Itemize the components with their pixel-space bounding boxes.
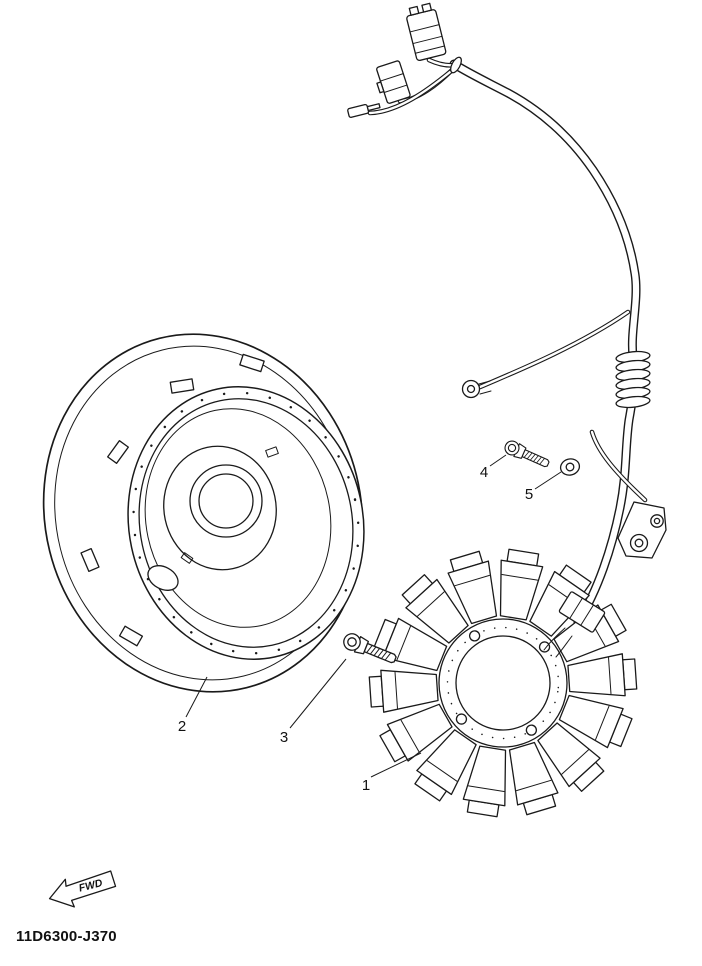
fwd-label: FWD (78, 877, 105, 895)
rotor-face-mark (265, 446, 279, 458)
part-code-label: 11D6300-J370 (16, 928, 117, 945)
wiring-harness (449, 59, 648, 627)
rotor-shell-tab (169, 378, 195, 394)
callout-3: 3 (280, 729, 288, 746)
socket-bolt-4 (502, 438, 552, 471)
stator-ring-rivets (446, 626, 560, 740)
rotor-shell-tab (107, 440, 129, 464)
harness-connector-wires (367, 56, 462, 116)
rotor-shell-tab (239, 353, 265, 373)
bullet-terminal (347, 103, 381, 118)
stator-wire-entry (543, 591, 606, 658)
cable-coil (615, 350, 651, 409)
callout-2: 2 (178, 718, 186, 735)
callout-4: 4 (480, 464, 488, 481)
ring-terminal (461, 379, 492, 399)
cable-bracket (617, 501, 667, 559)
rotor-face-mark (180, 552, 194, 564)
fwd-arrow: FWD (48, 870, 117, 908)
harness-connector-top (406, 2, 447, 62)
rotor-shell-tab (118, 625, 144, 647)
washer-5 (559, 458, 581, 476)
rotor-shell-tab (80, 547, 100, 573)
stator-assembly (368, 547, 638, 819)
callout-5: 5 (525, 486, 533, 503)
callouts: 1 2 3 4 5 (178, 454, 562, 794)
ring-terminal-wire (477, 309, 631, 390)
callout-1: 1 (362, 777, 370, 794)
harness-connector-mid (376, 60, 411, 104)
rotor-rivet-ring (132, 391, 360, 655)
flywheel-rotor (42, 333, 365, 693)
